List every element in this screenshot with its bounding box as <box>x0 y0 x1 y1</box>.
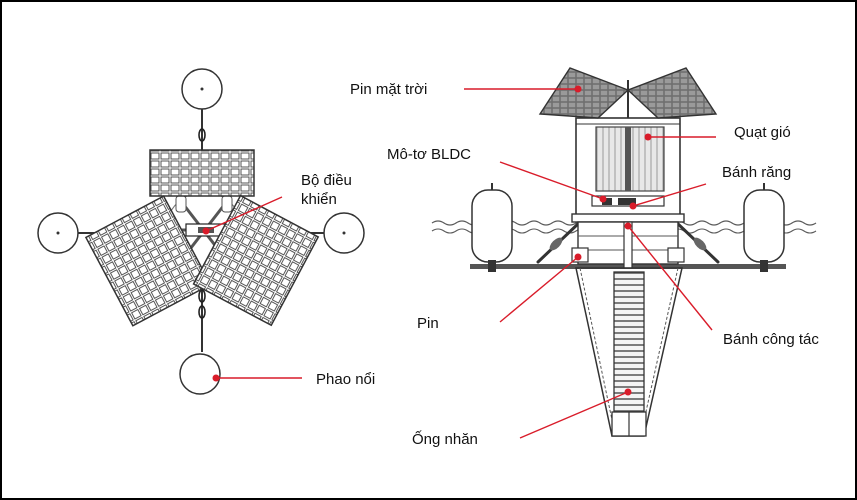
label-float: Phao nổi <box>316 371 376 388</box>
roof-solar-left <box>538 67 630 119</box>
callout-lines <box>464 88 716 439</box>
side-view <box>431 67 817 439</box>
solar-panel-left <box>84 195 212 327</box>
buoy-left <box>37 212 79 254</box>
buoy-top <box>181 68 223 110</box>
top-view <box>37 68 365 395</box>
solar-panel-top <box>149 149 255 197</box>
label-battery: Pin <box>417 315 439 332</box>
callout-dots <box>574 85 652 396</box>
callout-dot-controller <box>202 227 210 235</box>
label-controller-2: khiển <box>301 191 337 208</box>
label-gear: Bánh răng <box>722 164 792 181</box>
label-bldc-motor: Mô-tơ BLDC <box>387 146 472 163</box>
callout-line-gear <box>632 183 707 207</box>
callout-line-motor <box>499 161 604 200</box>
side-float-left <box>471 183 513 263</box>
label-solar-panel: Pin mặt trời <box>350 81 428 98</box>
callout-line-controller <box>205 196 283 232</box>
funnel-chains <box>579 267 679 435</box>
strut-springs <box>549 237 707 251</box>
gear-teeth <box>602 198 636 205</box>
battery-box-right <box>667 247 685 263</box>
base-clamps <box>488 260 768 272</box>
label-wind-turbine: Quạt gió <box>734 124 791 141</box>
buoy-right <box>323 212 365 254</box>
callout-line-battery <box>499 256 579 323</box>
callout-dot-float <box>212 374 220 382</box>
label-impeller: Bánh công tác <box>723 331 819 348</box>
solar-panel-right <box>192 194 320 327</box>
callout-line-pipe <box>519 391 629 439</box>
buoy-bottom <box>179 353 221 395</box>
label-controller: Bộ điều <box>301 172 352 189</box>
side-float-right <box>743 183 785 263</box>
roof-solar-right <box>626 67 718 119</box>
callout-line-impeller <box>627 225 713 331</box>
lower-platform <box>571 213 685 223</box>
label-bellows-pipe: Ống nhăn <box>412 431 478 448</box>
